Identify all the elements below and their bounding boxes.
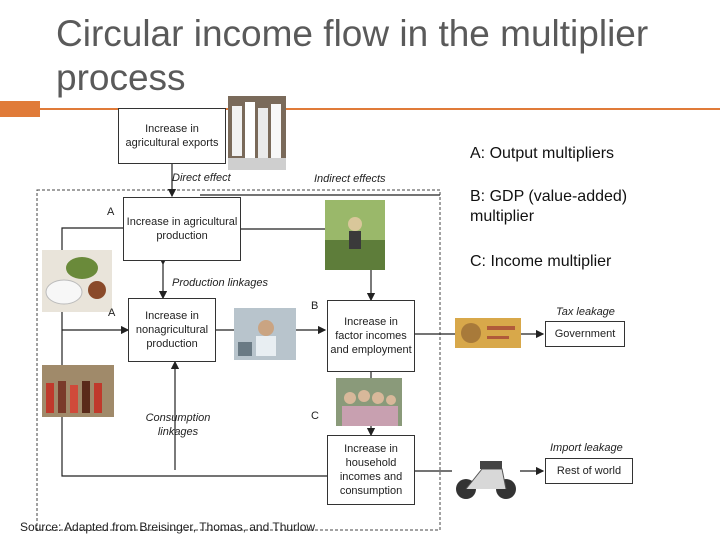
letter-a-bottom: A (108, 307, 116, 319)
banknote-photo (455, 318, 521, 348)
nonagricultural-production-box: Increase in nonagricultural production (128, 298, 216, 362)
factor-incomes-box: Increase in factor incomes and employmen… (327, 300, 415, 372)
source-note: Source: Adapted from Breisinger, Thomas,… (20, 520, 316, 534)
letter-a-top: A (107, 206, 115, 218)
government-box: Government (545, 321, 625, 347)
household-return-line (61, 450, 327, 477)
legend-gdp-multiplier: B: GDP (value-added) multiplier (470, 188, 628, 225)
motorbike-photo (452, 445, 520, 503)
letter-b: B (311, 300, 319, 312)
factory-worker-photo (234, 308, 296, 360)
page-title: Circular income flow in the multiplier p… (56, 13, 649, 98)
letter-c: C (311, 410, 319, 422)
legend-output-multipliers: A: Output multipliers (470, 145, 615, 162)
farmer-photo (325, 200, 385, 270)
food-photo (42, 250, 112, 312)
people-photo (42, 365, 114, 417)
household-incomes-box: Increase in household incomes and consum… (327, 435, 415, 505)
tax-leakage-label: Tax leakage (556, 306, 615, 318)
import-leakage-label: Import leakage (550, 442, 623, 454)
direct-effect-label: Direct effect (172, 172, 231, 184)
bottles-photo (228, 96, 286, 170)
accent-bar (0, 101, 40, 117)
agricultural-exports-box: Increase in agricultural exports (118, 108, 226, 164)
consumption-linkages-label: Consumption linkages (145, 412, 211, 438)
accent-divider (40, 108, 720, 110)
rest-of-world-box: Rest of world (545, 458, 633, 484)
legend-income-multiplier: C: Income multiplier (470, 253, 612, 270)
economy-boundary (36, 189, 441, 531)
agricultural-production-box: Increase in agricultural production (123, 197, 241, 261)
production-linkages-label: Production linkages (172, 277, 269, 289)
family-photo (336, 378, 402, 426)
indirect-effects-label: Indirect effects (314, 173, 386, 185)
